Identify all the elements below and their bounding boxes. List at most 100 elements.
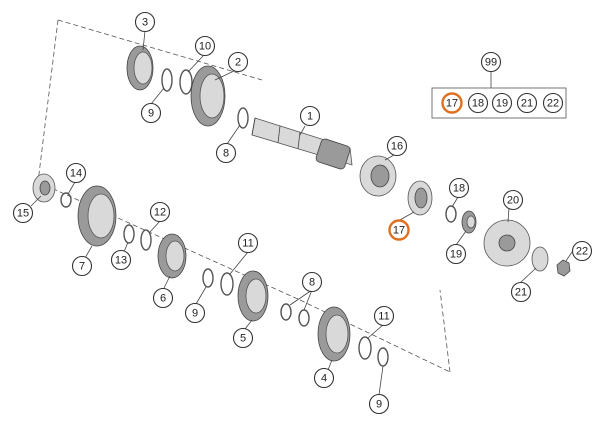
- washer-12: [140, 229, 152, 251]
- o-ring-18: [445, 205, 457, 223]
- callout-c8b-circle: [301, 271, 323, 293]
- callout-c17: 17: [388, 219, 410, 241]
- gear-6: [157, 233, 187, 279]
- callout-c19-circle: [445, 243, 467, 265]
- washer-8-top: [237, 107, 249, 129]
- washer-9-low: [377, 347, 389, 367]
- callout-c21-circle: [510, 281, 532, 303]
- washer-9-top: [161, 68, 173, 92]
- callout-c4: 4: [313, 367, 335, 389]
- washer-21: [531, 246, 549, 272]
- washer-14: [60, 192, 72, 208]
- callout-c3: 3: [134, 11, 156, 33]
- callout-c20-circle: [502, 189, 524, 211]
- gear-4: [317, 306, 351, 362]
- callout-c9c-label: 9: [376, 399, 382, 411]
- callout-c11a: 11: [237, 232, 259, 254]
- kit-member-22-circle: [542, 92, 564, 114]
- kit-member-18: 18: [467, 92, 489, 114]
- washer-10: [179, 69, 193, 95]
- callout-c22-circle: [571, 240, 593, 262]
- washer-11-low: [358, 336, 372, 360]
- callout-c1-circle: [299, 105, 321, 127]
- callout-c14-label: 14: [70, 168, 82, 180]
- callout-c5-circle: [232, 327, 254, 349]
- callout-c13-label: 13: [115, 255, 127, 267]
- nut-22: [556, 259, 571, 277]
- callout-c19: 19: [445, 243, 467, 265]
- callout-c9a-label: 9: [148, 108, 154, 120]
- spacer-19: [461, 210, 477, 234]
- callout-c9c: 9: [368, 393, 390, 415]
- kit-member-17-label: 17: [446, 98, 458, 110]
- callout-c16-label: 16: [391, 141, 403, 153]
- leader-lines: [30, 30, 573, 396]
- washer-9-mid: [202, 268, 214, 288]
- callout-c7-circle: [71, 255, 93, 277]
- callout-c14: 14: [65, 162, 87, 184]
- assembly-frame-upper: [37, 19, 301, 301]
- callout-c16-circle: [386, 135, 408, 157]
- gear-2: [190, 65, 226, 127]
- kit-callout-label-label: 99: [485, 57, 497, 69]
- callout-c11b-circle: [373, 305, 395, 327]
- callout-c9b-circle: [184, 302, 206, 324]
- callout-c7: 7: [71, 255, 93, 277]
- callout-c6-label: 6: [160, 293, 166, 305]
- callout-c18: 18: [448, 177, 470, 199]
- callout-c2-label: 2: [235, 57, 241, 69]
- callout-c12-circle: [149, 201, 171, 223]
- kit-member-17-circle: [441, 92, 463, 114]
- callout-layer: 1234567889991011111213141516171819202122…: [12, 11, 593, 415]
- bearing-15: [32, 173, 56, 203]
- gear-7: [77, 185, 117, 247]
- callout-c18-circle: [448, 177, 470, 199]
- callout-c13: 13: [110, 249, 132, 271]
- callout-c20-label: 20: [507, 195, 519, 207]
- callout-c17-label: 17: [393, 225, 405, 237]
- callout-c15: 15: [12, 202, 34, 224]
- callout-c5: 5: [232, 327, 254, 349]
- callout-c12-label: 12: [154, 207, 166, 219]
- callout-c11a-label: 11: [242, 238, 253, 250]
- callout-c13-circle: [110, 249, 132, 271]
- callout-c9b-label: 9: [192, 308, 198, 320]
- washer-8-low-b: [298, 309, 310, 327]
- gear-5: [237, 270, 269, 322]
- gear-3: [126, 45, 154, 91]
- sprocket-20: [483, 219, 531, 267]
- callout-c20: 20: [502, 189, 524, 211]
- callout-c8b-label: 8: [309, 277, 315, 289]
- callout-c17-circle: [388, 219, 410, 241]
- callout-c9b: 9: [184, 302, 206, 324]
- callout-c22-label: 22: [576, 246, 588, 258]
- kit-member-21: 21: [516, 92, 538, 114]
- kit-member-22: 22: [542, 92, 564, 114]
- callout-c7-label: 7: [79, 261, 85, 273]
- callout-c18-label: 18: [453, 183, 465, 195]
- callout-c16: 16: [386, 135, 408, 157]
- kit-member-17: 17: [441, 92, 463, 114]
- callout-c3-circle: [134, 11, 156, 33]
- callout-c15-circle: [12, 202, 34, 224]
- callout-c21: 21: [510, 281, 532, 303]
- callout-c11b-label: 11: [378, 311, 389, 323]
- washer-11-mid: [220, 272, 234, 296]
- callout-c5-label: 5: [240, 333, 246, 345]
- callout-c11a-circle: [237, 232, 259, 254]
- callout-c8a-circle: [215, 142, 237, 164]
- callout-c6-circle: [152, 287, 174, 309]
- kit-member-19-label: 19: [496, 98, 508, 110]
- kit-member-21-label: 21: [521, 98, 533, 110]
- callout-c8a: 8: [215, 142, 237, 164]
- callout-c8b: 8: [301, 271, 323, 293]
- callout-c3-label: 3: [142, 17, 148, 29]
- callout-c10: 10: [194, 35, 216, 57]
- kit-member-19-circle: [491, 92, 513, 114]
- kit-member-18-label: 18: [472, 98, 484, 110]
- callout-c21-label: 21: [515, 287, 527, 299]
- callout-c9a-circle: [140, 102, 162, 124]
- kit-member-19: 19: [491, 92, 513, 114]
- callout-c2-circle: [227, 51, 249, 73]
- callout-c14-circle: [65, 162, 87, 184]
